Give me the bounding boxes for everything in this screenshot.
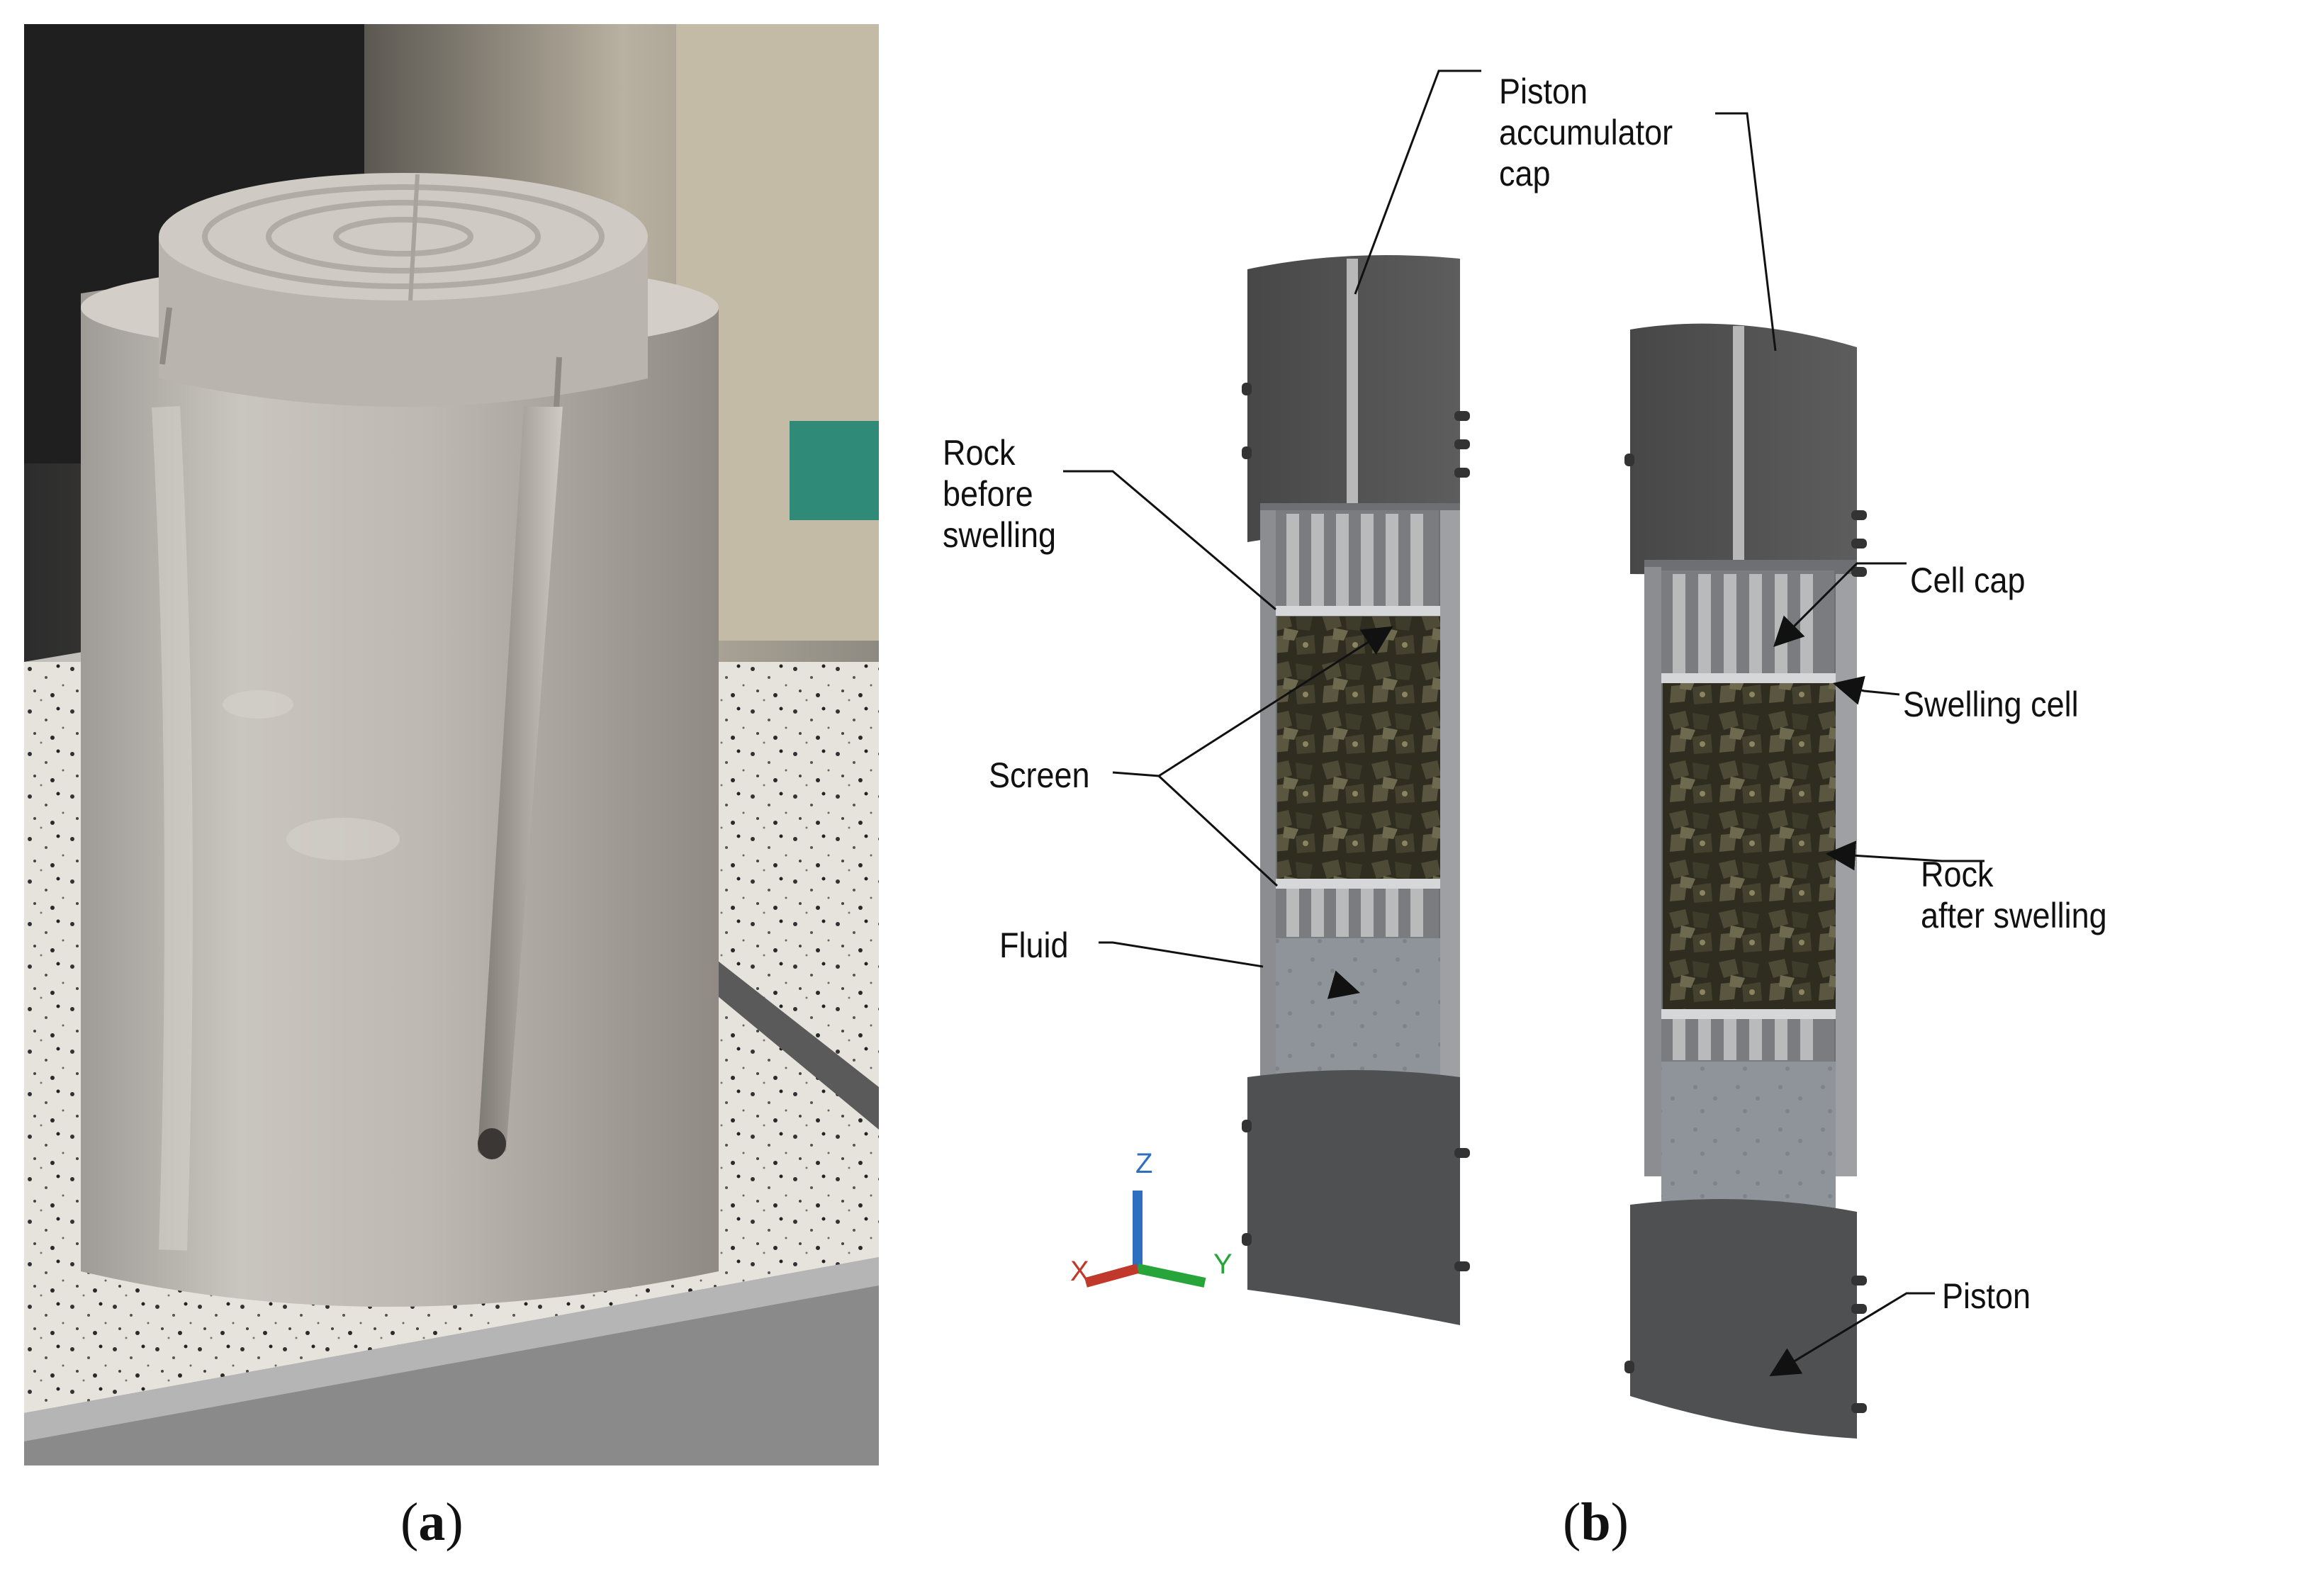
y-axis-arrow [1136,1264,1206,1288]
label-swelling-cell: Swelling cell [1903,685,2079,724]
lower-screen-right [1661,1009,1836,1062]
swelling-cell-cutaway-diagram [1063,69,1985,1439]
piston-left [1247,1070,1460,1325]
rock-before-swelling [1277,617,1440,879]
caption-b: (b) [1563,1492,1629,1552]
label-screen: Screen [989,755,1090,795]
piston-right [1630,1199,1857,1439]
fluid-chamber-right [1661,1062,1836,1210]
upper-screen-right [1661,570,1836,683]
label-rock-after-swelling: Rock after swelling [1921,855,2107,935]
diagram-panel-b: Z Y X Piston accumulator cap Rock before… [921,14,2324,1495]
axis-triad [1084,1191,1206,1288]
cell-before-swelling [1242,255,1470,1325]
label-cell-cap: Cell cap [1910,561,2026,600]
lower-screen-left [1276,879,1440,938]
label-rock-before-swelling: Rock before swelling [943,433,1057,555]
label-piston: Piston [1942,1276,2031,1316]
photo-panel-a [24,24,879,1465]
x-axis-arrow [1084,1264,1139,1288]
label-fluid: Fluid [999,925,1069,965]
x-axis-label: X [1070,1256,1089,1287]
swelling-cell-photo [24,24,879,1465]
caption-a: (a) [400,1492,464,1552]
leader-lines [1063,69,1985,1377]
z-axis-label: Z [1135,1148,1153,1179]
label-piston-accumulator-cap: Piston accumulator cap [1499,72,1673,193]
rock-after-swelling [1663,683,1836,1009]
fluid-chamber-left [1276,938,1440,1091]
cell-after-swelling [1624,323,1867,1439]
y-axis-label: Y [1213,1249,1233,1280]
upper-screen-left [1276,510,1440,616]
